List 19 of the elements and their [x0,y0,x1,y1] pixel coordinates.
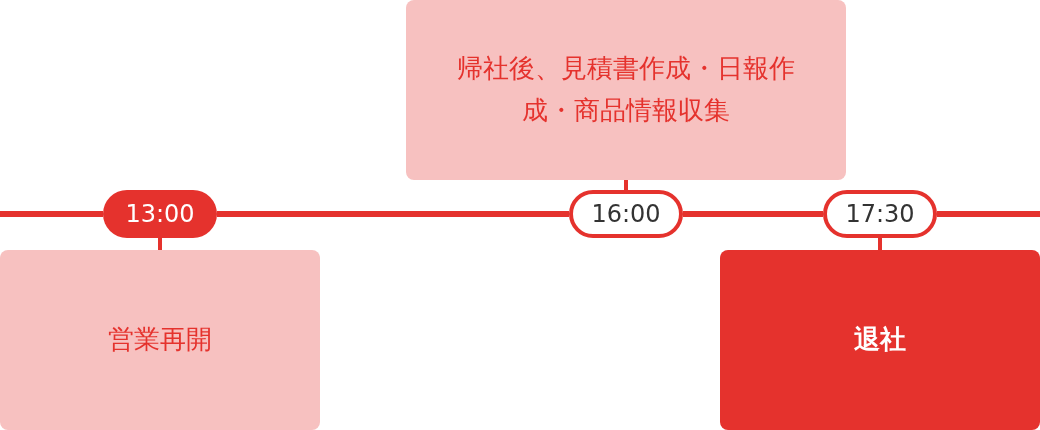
activity-text: 帰社後、見積書作成・日報作成・商品情報収集 [456,52,796,127]
time-label: 13:00 [125,198,195,230]
time-badge [823,190,937,238]
timeline-line [0,211,103,217]
connector-line [624,180,628,190]
timeline-line [937,211,1040,217]
time-label: 17:30 [845,198,915,230]
time-label: 16:00 [591,198,661,230]
time-badge [569,190,683,238]
timeline-line [217,211,569,217]
activity-box [720,250,1040,430]
activity-box [0,250,320,430]
activity-box [406,0,846,180]
activity-text: 退社 [854,323,906,357]
connector-line [878,238,882,250]
time-badge [103,190,217,238]
connector-line [158,238,162,250]
activity-text: 営業再開 [108,323,212,357]
timeline-line [683,211,823,217]
